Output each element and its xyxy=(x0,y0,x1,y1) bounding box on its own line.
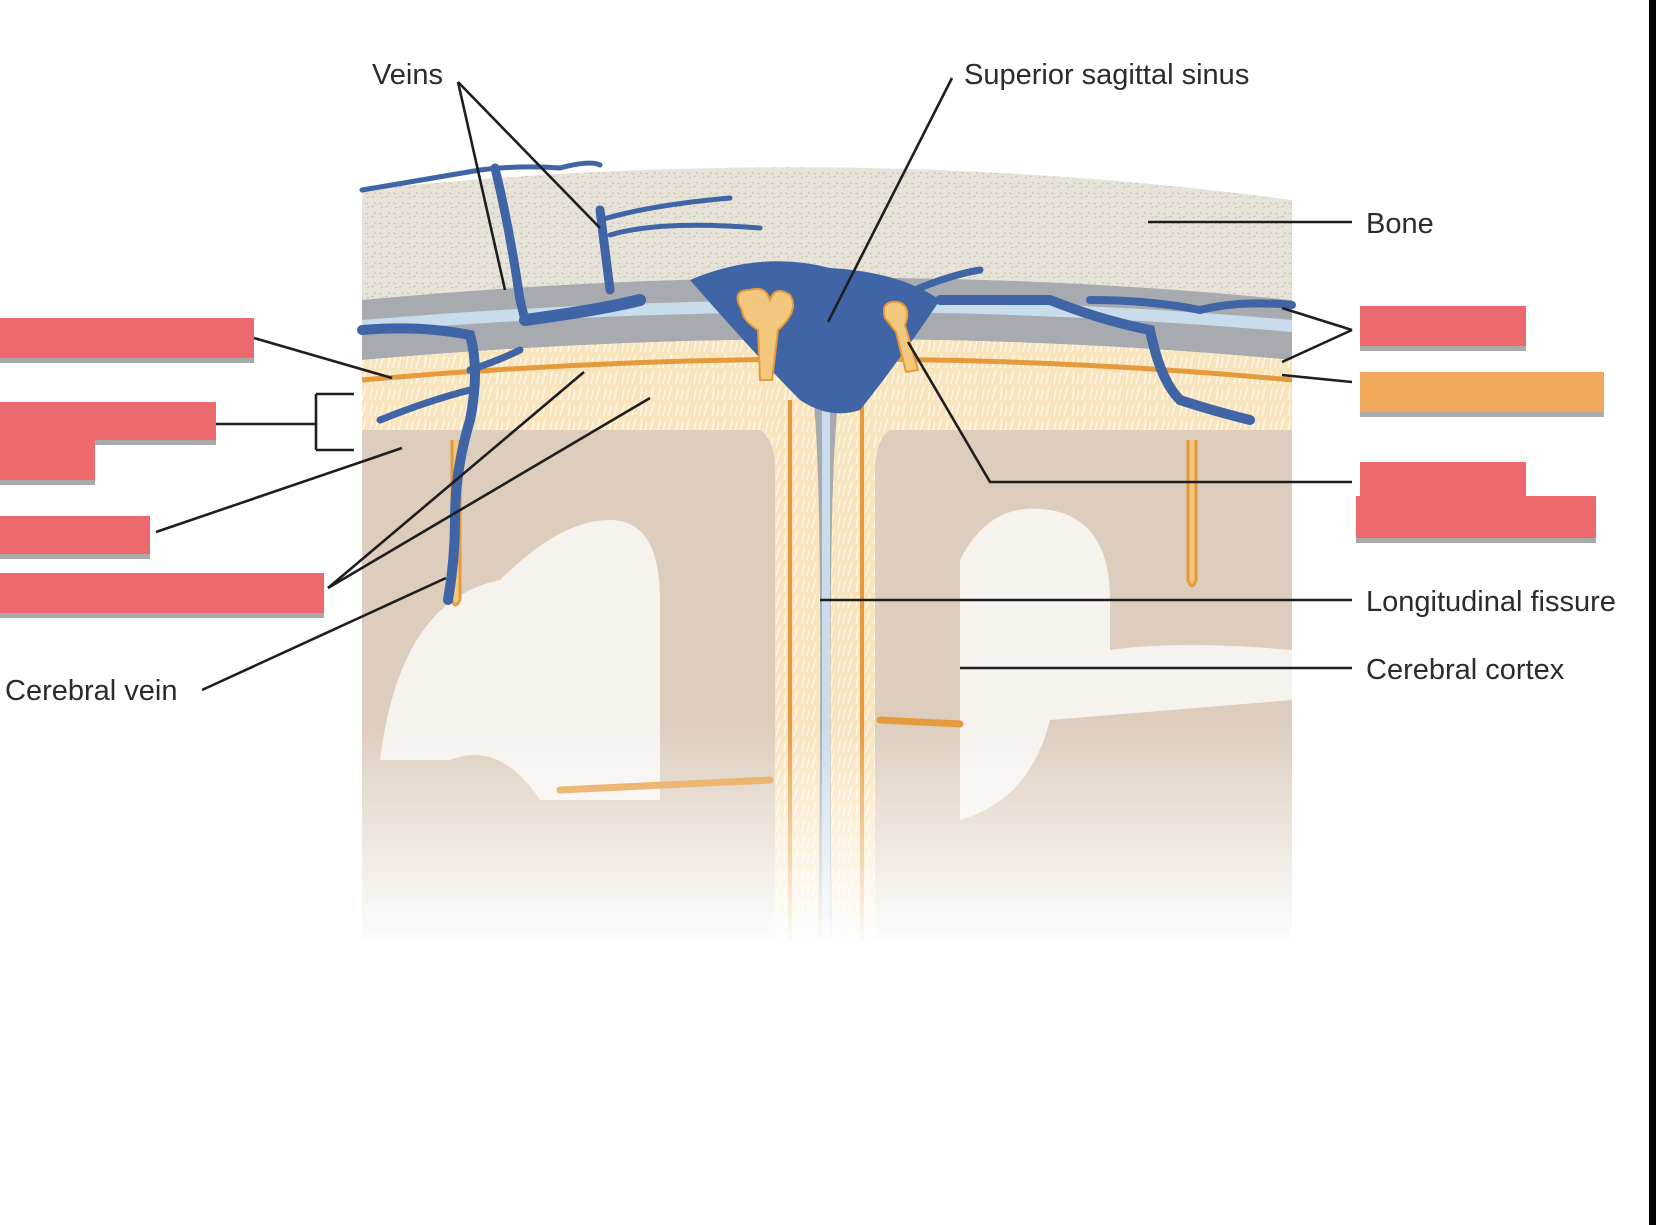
answer-box-right-2[interactable] xyxy=(1360,372,1604,412)
sss-leader xyxy=(826,77,954,323)
pia-leader xyxy=(1281,373,1353,384)
meninges-leader-b xyxy=(1281,328,1353,364)
left-box3-leader xyxy=(155,446,403,534)
meninges-leader-a xyxy=(1281,306,1353,332)
answer-box-left-1[interactable] xyxy=(0,318,254,358)
cerebral-cortex-label: Cerebral cortex xyxy=(1366,654,1565,686)
bone-layer xyxy=(362,167,1292,300)
veins-label: Veins xyxy=(372,59,443,91)
veins-leader-b xyxy=(457,81,601,229)
superior-sagittal-sinus-label: Superior sagittal sinus xyxy=(964,59,1249,91)
right-edge-bar xyxy=(1649,0,1656,1225)
cerebral-vein-label: Cerebral vein xyxy=(5,675,177,707)
veins-vessels xyxy=(357,160,1296,605)
leader-lines xyxy=(155,77,1353,692)
answer-box-right-1[interactable] xyxy=(1360,306,1526,346)
answer-box-left-3[interactable] xyxy=(0,516,150,554)
left-box4-leader-a xyxy=(327,371,585,589)
granulation-leader xyxy=(906,341,1352,484)
answer-box-left-4[interactable] xyxy=(0,573,324,613)
left-box1-leader xyxy=(253,336,393,380)
veins-leader-a xyxy=(456,81,507,291)
longitudinal-fissure-label: Longitudinal fissure xyxy=(1366,586,1616,618)
answer-box-left-2a[interactable] xyxy=(0,402,216,440)
answer-box-right-3a[interactable] xyxy=(1360,462,1526,502)
bone-label: Bone xyxy=(1366,208,1434,240)
answer-box-left-2b[interactable] xyxy=(0,440,95,480)
left-bracket xyxy=(216,392,354,452)
left-box4-leader-b xyxy=(327,396,651,590)
answer-box-right-3b[interactable] xyxy=(1356,496,1596,538)
cerebral-vein-leader xyxy=(201,576,447,692)
